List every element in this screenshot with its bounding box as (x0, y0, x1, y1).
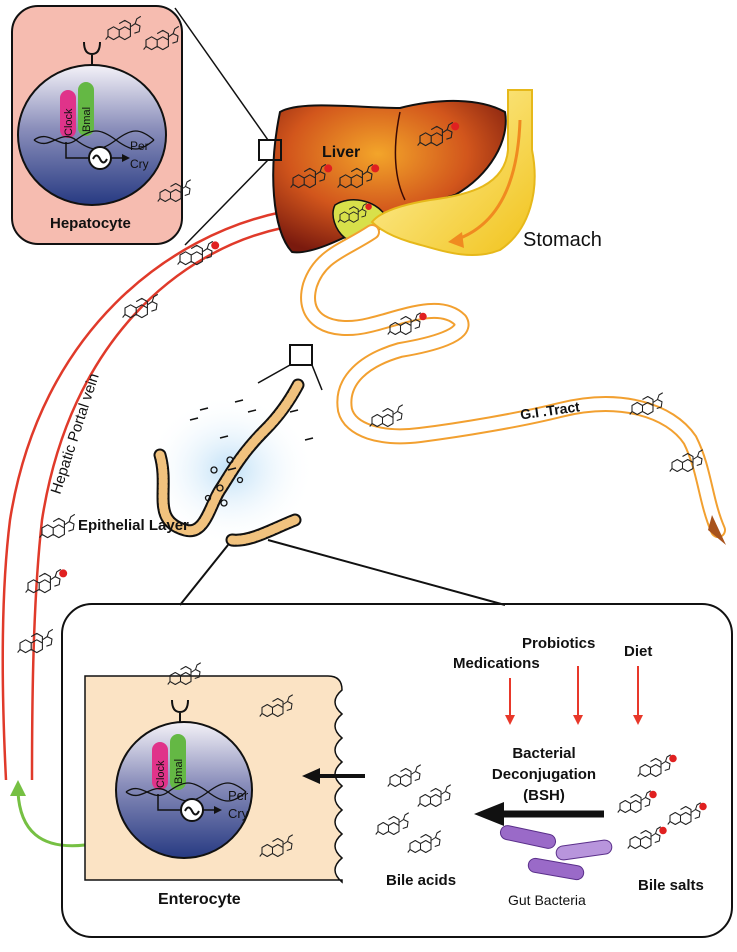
bile-acid-2 (417, 784, 452, 808)
hep-dna-strand-1 (33, 130, 155, 150)
stomach-label: Stomach (523, 229, 602, 251)
hep-bmal-protein (78, 82, 94, 136)
bile-salt-1 (638, 755, 677, 777)
gut-bacteria-label: Gut Bacteria (508, 892, 586, 908)
liver-zoom-box (258, 139, 282, 161)
hep-clock-protein (60, 90, 76, 138)
liver-lobe-division (394, 111, 406, 201)
epithelial-layer-label: Epithelial Layer (78, 517, 189, 534)
epithelial-debris (189, 399, 314, 471)
epithelial-cells-1 (155, 380, 303, 536)
epithelial-zoom-line-right (267, 539, 506, 606)
epithelial-particles (204, 456, 244, 507)
hep-per-label: Per (130, 139, 149, 153)
bacterial-label-line2: Deconjugation (492, 766, 596, 783)
bile-acid-1 (387, 764, 422, 788)
bile-acid-3 (375, 812, 410, 836)
hep-clock-label: Clock (63, 108, 75, 136)
hep-bmal-label: Bmal (81, 107, 93, 132)
portal-vein-outer-wall (1, 210, 283, 781)
deconjugation-arrowhead (474, 802, 504, 826)
liver-label: Liver (322, 144, 360, 161)
medications-label: Medications (453, 655, 540, 672)
gi-zoom-line-left (257, 364, 291, 384)
green-arrow-head (10, 780, 26, 796)
ent-dna-strand-1 (125, 782, 247, 802)
gi-tract-lumen (302, 226, 724, 536)
vein-molecule-4 (26, 569, 68, 592)
probiotics-label: Probiotics (522, 635, 595, 652)
diet-label: Diet (624, 643, 652, 660)
hep-oscillator-wave (92, 154, 108, 164)
hepatocyte-zoom-line-bottom (184, 159, 269, 246)
ent-clock-label: Clock (155, 760, 167, 788)
bacterium-1 (499, 825, 557, 849)
bile-salt-4 (628, 827, 667, 849)
ent-clock-protein (152, 742, 168, 790)
bacterial-label-line1: Bacterial (512, 745, 575, 762)
ent-bmal-protein (170, 734, 186, 790)
vein-molecule-3 (39, 513, 76, 539)
bile-salts-label: Bile salts (638, 877, 704, 894)
hepatocyte-zoom-line-top (174, 7, 269, 141)
bile-salt-3 (668, 803, 707, 825)
hep-transcription-arrowhead (122, 154, 130, 162)
gi-tract-exit-arrowhead (708, 515, 726, 545)
hepatic-portal-vein-label: Hepatic Portal vein (48, 371, 103, 496)
gi-tract-outer (300, 224, 726, 538)
epithelial-zoom-line-left (179, 544, 229, 606)
bile-acids-label: Bile acids (386, 872, 456, 889)
bacterial-label-line3: (BSH) (523, 787, 565, 804)
hepatocyte-nucleus (17, 64, 167, 206)
enterocyte-nucleus (115, 721, 253, 859)
enterocyte-label: Enterocyte (158, 891, 241, 908)
ent-per-label: Per (228, 788, 249, 803)
bile-salt-2 (618, 791, 657, 813)
bacterium-3 (527, 857, 585, 881)
ent-bmal-label: Bmal (173, 759, 185, 784)
gi-zoom-line-right (311, 364, 323, 391)
epithelial-cells-2 (227, 515, 300, 545)
bottom-panel (61, 603, 733, 938)
stomach-flow-arrow (454, 119, 522, 242)
gi-molecule-2 (369, 404, 404, 428)
gi-zoom-box (289, 344, 313, 366)
uptake-arrowhead (302, 768, 320, 784)
ent-cry-label: Cry (228, 806, 249, 821)
hep-cry-label: Cry (130, 157, 149, 171)
hepatocyte-label: Hepatocyte (50, 215, 131, 232)
bile-acid-4 (407, 830, 442, 854)
bacterium-2 (555, 839, 613, 861)
ent-transcription-arrowhead (214, 806, 222, 814)
ent-oscillator-wave (184, 806, 200, 816)
green-arrow-line (16, 791, 86, 848)
stomach-flow-arrowhead (448, 232, 464, 248)
